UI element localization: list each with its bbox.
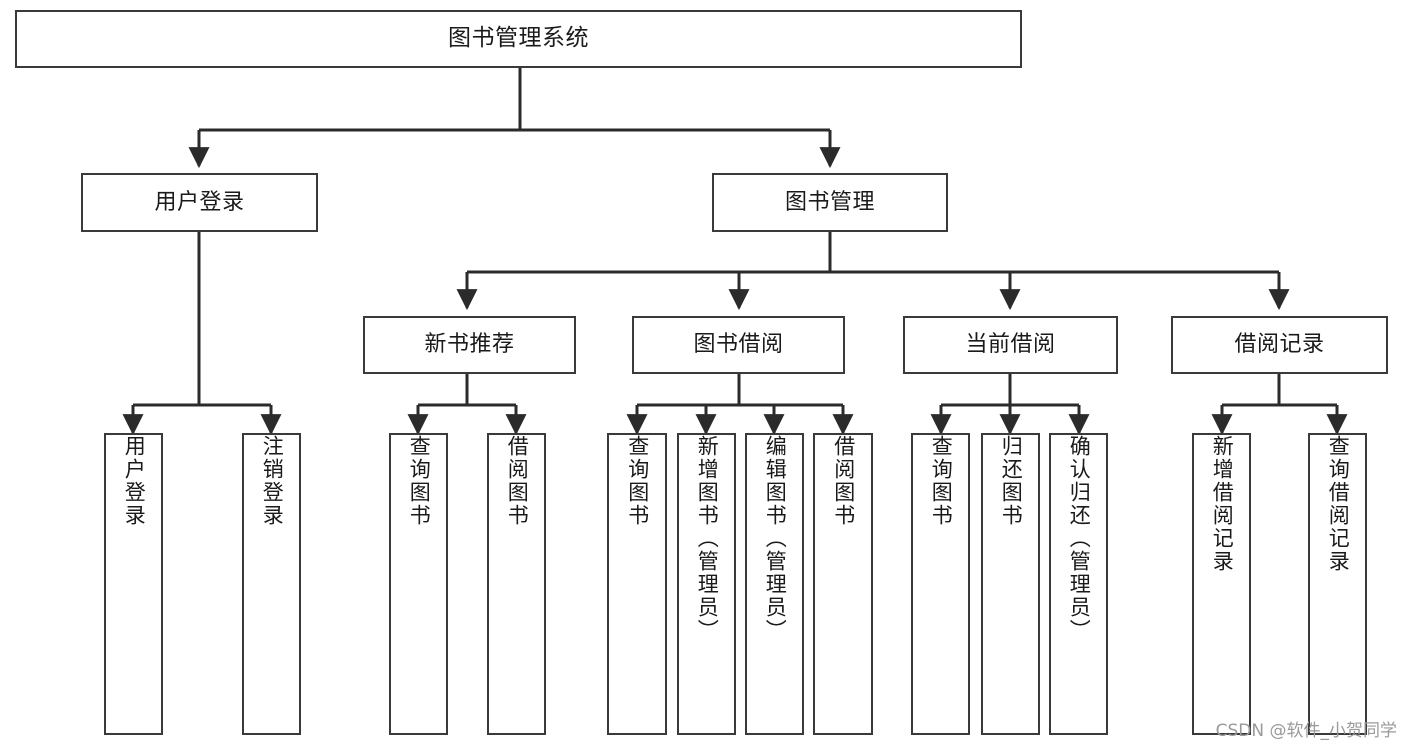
node-label: 借阅记录 <box>1234 332 1325 358</box>
node-label: 当前借阅 <box>965 332 1056 358</box>
node-label: 注销登录 <box>260 435 285 527</box>
leaf-recommend-query-book[interactable]: 查询图书 <box>389 433 448 735</box>
leaf-recommend-borrow-book[interactable]: 借阅图书 <box>487 433 546 735</box>
node-label: 确认归还（管理员） <box>1067 435 1092 642</box>
leaf-user-login[interactable]: 用户登录 <box>104 433 163 735</box>
node-label: 查询借阅记录 <box>1326 435 1351 573</box>
node-label: 归还图书 <box>999 435 1024 527</box>
node-label: 查询图书 <box>407 435 432 527</box>
node-label: 新书推荐 <box>424 332 515 358</box>
node-label: 新增图书（管理员） <box>695 435 720 642</box>
leaf-current-confirm-return[interactable]: 确认归还（管理员） <box>1049 433 1108 735</box>
node-label: 借阅图书 <box>831 435 856 527</box>
node-borrow-record[interactable]: 借阅记录 <box>1171 316 1388 374</box>
node-label: 图书管理系统 <box>448 25 589 52</box>
node-label: 图书借阅 <box>693 332 784 358</box>
leaf-record-add-record[interactable]: 新增借阅记录 <box>1192 433 1251 735</box>
node-user-login[interactable]: 用户登录 <box>81 173 318 232</box>
leaf-current-return-book[interactable]: 归还图书 <box>981 433 1040 735</box>
csdn-watermark: CSDN @软件_小贺同学 <box>1215 721 1397 741</box>
leaf-borrow-edit-book[interactable]: 编辑图书（管理员） <box>745 433 804 735</box>
node-label: 图书管理 <box>784 189 875 215</box>
node-label: 用户登录 <box>154 189 245 215</box>
node-root-system[interactable]: 图书管理系统 <box>15 10 1022 68</box>
node-label: 编辑图书（管理员） <box>763 435 788 642</box>
node-label: 新增借阅记录 <box>1210 435 1235 573</box>
node-label: 借阅图书 <box>505 435 530 527</box>
node-label: 查询图书 <box>625 435 650 527</box>
node-new-book-recommend[interactable]: 新书推荐 <box>363 316 576 374</box>
node-book-borrow[interactable]: 图书借阅 <box>632 316 845 374</box>
leaf-borrow-borrow-book[interactable]: 借阅图书 <box>813 433 873 735</box>
node-book-management[interactable]: 图书管理 <box>712 173 948 232</box>
leaf-borrow-query-book[interactable]: 查询图书 <box>607 433 667 735</box>
node-label: 查询图书 <box>929 435 954 527</box>
node-label: 用户登录 <box>122 435 147 527</box>
node-current-borrow[interactable]: 当前借阅 <box>903 316 1118 374</box>
leaf-current-query-book[interactable]: 查询图书 <box>911 433 970 735</box>
leaf-borrow-add-book[interactable]: 新增图书（管理员） <box>677 433 736 735</box>
leaf-user-logout[interactable]: 注销登录 <box>242 433 301 735</box>
leaf-record-query-record[interactable]: 查询借阅记录 <box>1308 433 1367 735</box>
